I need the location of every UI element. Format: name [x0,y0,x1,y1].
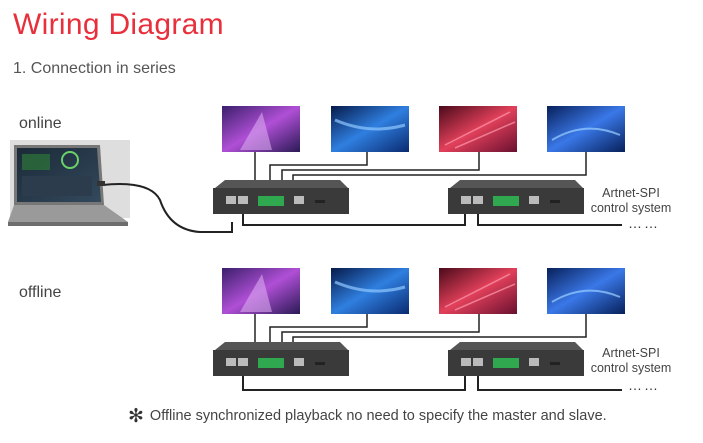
controller-label-offline: Artnet-SPI control system [590,346,672,375]
page-title: Wiring Diagram [13,8,224,41]
section-subtitle: 1. Connection in series [13,60,176,77]
controller [448,180,584,214]
led-screen [439,268,517,314]
offline-label: offline [19,284,62,301]
led-screen [222,268,300,314]
controller [448,342,584,376]
controller [213,342,349,376]
led-screen [222,106,300,152]
footnote: ✻ Offline synchronized playback no need t… [128,405,607,428]
controller-label-online: Artnet-SPI control system [590,186,672,215]
asterisk-icon: ✻ [128,406,144,427]
online-label: online [19,115,62,132]
footnote-text: Offline synchronized playback no need to… [149,408,607,424]
led-screen [439,106,517,152]
led-screen [547,268,625,314]
led-screen [547,106,625,152]
led-screen [331,268,409,314]
led-screen [331,106,409,152]
continuation-dots: …… [628,377,660,393]
controller [213,180,349,214]
laptop [8,140,130,226]
continuation-dots: …… [628,215,660,231]
